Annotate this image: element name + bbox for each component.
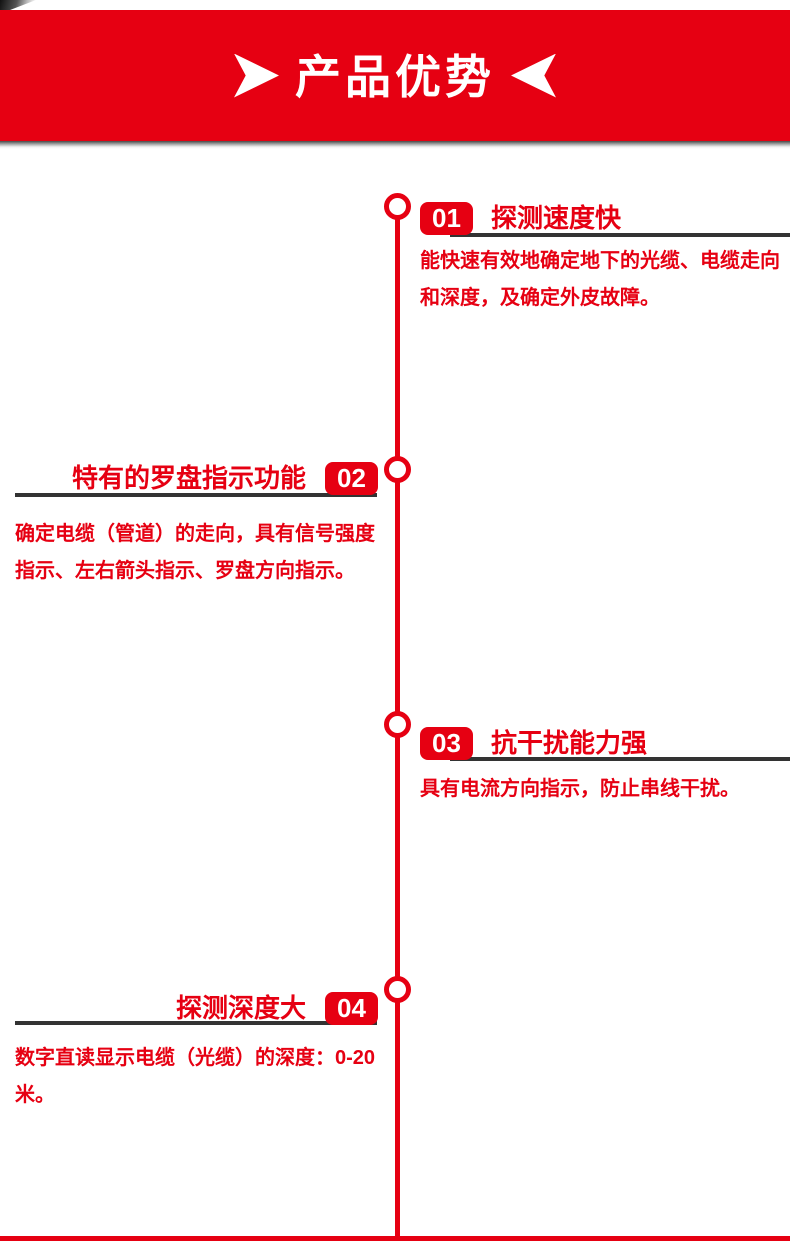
- top-white-strip: [0, 0, 790, 10]
- item-number-badge: 04: [325, 992, 378, 1025]
- item-number-badge: 02: [325, 462, 378, 495]
- title-underline: [15, 1021, 377, 1025]
- title-underline: [450, 757, 790, 761]
- section-title: 产品优势: [295, 50, 495, 103]
- item-number-badge: 03: [420, 727, 473, 760]
- item-description: 数字直读显示电缆（光缆）的深度：0-20 米。: [15, 1047, 376, 1106]
- bottom-divider-line: [0, 1236, 790, 1241]
- item-title: 抗干扰能力强: [491, 728, 648, 758]
- title-underline: [450, 233, 790, 237]
- right-arrow-icon: [234, 53, 279, 98]
- left-arrow-icon: [511, 53, 556, 98]
- item-description: 具有电流方向指示，防止串线干扰。: [420, 778, 740, 800]
- timeline-dot: [384, 193, 411, 220]
- item-title: 探测深度大: [175, 993, 306, 1023]
- timeline-dot: [384, 456, 411, 483]
- item-description: 确定电缆（管道）的走向，具有信号强度 指示、左右箭头指示、罗盘方向指示。: [15, 523, 375, 582]
- corner-shadow-wedge: [0, 0, 36, 10]
- banner-drop-shadow: [0, 141, 790, 149]
- item-title: 特有的罗盘指示功能: [71, 463, 306, 493]
- timeline-dot: [384, 976, 411, 1003]
- item-title: 探测速度快: [491, 203, 622, 233]
- section-header-banner: 产品优势: [0, 10, 790, 141]
- timeline-dot: [384, 711, 411, 738]
- item-number-badge: 01: [420, 202, 473, 235]
- item-description: 能快速有效地确定地下的光缆、电缆走向 和深度，及确定外皮故障。: [420, 250, 780, 309]
- title-underline: [15, 493, 377, 497]
